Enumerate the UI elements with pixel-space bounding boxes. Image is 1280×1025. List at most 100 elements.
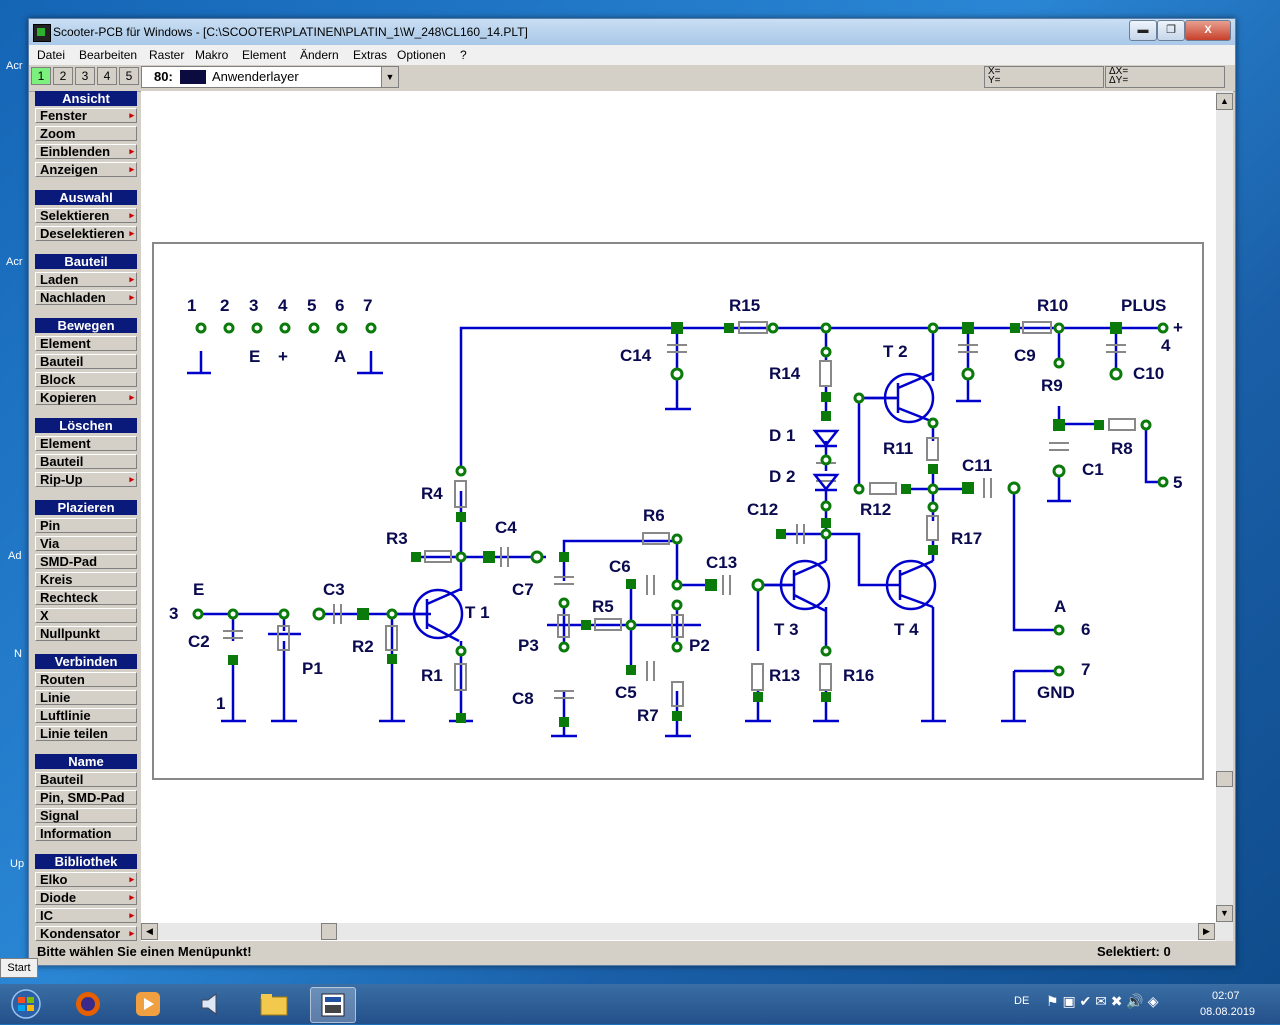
sidebar-item-move-element[interactable]: Element <box>35 336 137 351</box>
clock-time[interactable]: 02:07 <box>1212 990 1240 1002</box>
scroll-up-arrow-icon[interactable]: ▲ <box>1216 93 1233 110</box>
sidebar-item-nachladen[interactable]: Nachladen▸ <box>35 290 137 305</box>
desktop-label: Ad <box>8 550 22 562</box>
sidebar-item-laden[interactable]: Laden▸ <box>35 272 137 287</box>
layer-button-3[interactable]: 3 <box>75 67 95 85</box>
label-r15: R15 <box>729 296 760 315</box>
sidebar-item-label: Rip-Up <box>40 472 83 487</box>
submenu-arrow-icon: ▸ <box>129 292 134 302</box>
layer-number: 80: <box>154 69 173 84</box>
sidebar-item-label: Routen <box>40 672 85 687</box>
sidebar-item-linie[interactable]: Linie <box>35 690 137 705</box>
sidebar-item-x[interactable]: X <box>35 608 137 623</box>
sidebar-item-information[interactable]: Information <box>35 826 137 841</box>
menu-datei[interactable]: Datei <box>37 48 66 62</box>
maximize-button[interactable]: ❐ <box>1157 20 1185 41</box>
title-bar[interactable]: Scooter-PCB für Windows - [C:\SCOOTER\PL… <box>29 19 1235 45</box>
sidebar-item-luftlinie[interactable]: Luftlinie <box>35 708 137 723</box>
menu-extras[interactable]: Extras <box>353 48 388 62</box>
sidebar-item-label: Element <box>40 436 91 451</box>
close-button[interactable]: X <box>1185 20 1231 41</box>
sidebar-item-label: Kopieren <box>40 390 97 405</box>
layer-button-4[interactable]: 4 <box>97 67 117 85</box>
horizontal-scrollbar[interactable]: ◀ ▶ <box>141 923 1216 940</box>
menu-element[interactable]: Element <box>242 48 287 62</box>
label-gnd: GND <box>1037 683 1075 702</box>
label-r6: R6 <box>643 506 665 525</box>
chevron-down-icon[interactable]: ▼ <box>381 67 398 87</box>
sidebar-item-smd-pad[interactable]: SMD-Pad <box>35 554 137 569</box>
sidebar-item-routen[interactable]: Routen <box>35 672 137 687</box>
layer-button-5[interactable]: 5 <box>119 67 139 85</box>
command-sidebar: Ansicht Fenster▸ Zoom Einblenden▸ Anzeig… <box>32 91 140 945</box>
layer-button-1[interactable]: 1 <box>31 67 51 85</box>
sidebar-item-fenster[interactable]: Fenster▸ <box>35 108 137 123</box>
minimize-button[interactable]: ▬ <box>1129 20 1157 41</box>
sidebar-item-delete-bauteil[interactable]: Bauteil <box>35 454 137 469</box>
sidebar-item-label: Zoom <box>40 126 76 141</box>
sidebar-item-selektieren[interactable]: Selektieren▸ <box>35 208 137 223</box>
label-e: E <box>193 580 204 599</box>
scooter-pcb-taskbar-icon[interactable] <box>310 987 356 1023</box>
sidebar-item-label: Einblenden <box>40 144 111 159</box>
sidebar-item-signal[interactable]: Signal <box>35 808 137 823</box>
volume-mixer-icon[interactable] <box>190 987 234 1021</box>
sidebar-item-diode[interactable]: Diode▸ <box>35 890 137 905</box>
sidebar-item-deselektieren[interactable]: Deselektieren▸ <box>35 226 137 241</box>
menu-makro[interactable]: Makro <box>195 48 229 62</box>
menu-help[interactable]: ? <box>460 48 467 62</box>
menu-raster[interactable]: Raster <box>149 48 185 62</box>
tray-icons[interactable]: ⚑ ▣ ✔ ✉ ✖ 🔊 ◈ <box>1046 993 1159 1009</box>
sidebar-heading-ansicht: Ansicht <box>35 91 137 106</box>
drawing-canvas[interactable]: 1 2 3 4 5 6 7 E + A R15 R10 PLUS + 4 C14 <box>141 91 1216 943</box>
label-r7: R7 <box>637 706 659 725</box>
scroll-thumb[interactable] <box>321 923 337 940</box>
explorer-folder-icon[interactable] <box>252 987 296 1021</box>
sidebar-item-nullpunkt[interactable]: Nullpunkt <box>35 626 137 641</box>
sidebar-item-kreis[interactable]: Kreis <box>35 572 137 587</box>
scroll-thumb[interactable] <box>1216 771 1233 787</box>
label-r1: R1 <box>421 666 443 685</box>
vertical-scrollbar[interactable]: ▲ ▼ <box>1216 91 1233 943</box>
submenu-arrow-icon: ▸ <box>129 164 134 174</box>
media-player-icon[interactable] <box>126 987 170 1021</box>
menu-bearbeiten[interactable]: Bearbeiten <box>79 48 138 62</box>
label-a: A <box>1054 597 1066 616</box>
clock-date[interactable]: 08.08.2019 <box>1200 1006 1256 1018</box>
firefox-icon[interactable] <box>66 987 110 1021</box>
layer-select[interactable]: 80: Anwenderlayer ▼ <box>141 66 399 88</box>
start-orb-icon[interactable] <box>4 987 48 1021</box>
menu-aendern[interactable]: Ändern <box>300 48 339 62</box>
sidebar-item-rip-up[interactable]: Rip-Up▸ <box>35 472 137 487</box>
sidebar-item-name-pin[interactable]: Pin, SMD-Pad <box>35 790 137 805</box>
sidebar-item-name-bauteil[interactable]: Bauteil <box>35 772 137 787</box>
scroll-right-arrow-icon[interactable]: ▶ <box>1198 923 1215 940</box>
sidebar-item-rechteck[interactable]: Rechteck <box>35 590 137 605</box>
sidebar-item-linie-teilen[interactable]: Linie teilen <box>35 726 137 741</box>
menu-optionen[interactable]: Optionen <box>397 48 446 62</box>
sidebar-item-move-bauteil[interactable]: Bauteil <box>35 354 137 369</box>
sidebar-item-kondensator[interactable]: Kondensator▸ <box>35 926 137 941</box>
sidebar-item-label: SMD-Pad <box>40 554 98 569</box>
sidebar-item-anzeigen[interactable]: Anzeigen▸ <box>35 162 137 177</box>
sidebar-item-pin[interactable]: Pin <box>35 518 137 533</box>
schematic-drawing[interactable]: 1 2 3 4 5 6 7 E + A R15 R10 PLUS + 4 C14 <box>141 91 1216 923</box>
submenu-arrow-icon: ▸ <box>129 228 134 238</box>
sidebar-item-label: Elko <box>40 872 68 887</box>
layer-button-2[interactable]: 2 <box>53 67 73 85</box>
sidebar-item-ic[interactable]: IC▸ <box>35 908 137 923</box>
language-indicator[interactable]: DE <box>1014 995 1030 1007</box>
label-t1: T 1 <box>465 603 490 622</box>
scroll-left-arrow-icon[interactable]: ◀ <box>141 923 158 940</box>
sidebar-item-delete-element[interactable]: Element <box>35 436 137 451</box>
scroll-down-arrow-icon[interactable]: ▼ <box>1216 905 1233 922</box>
sidebar-item-zoom[interactable]: Zoom <box>35 126 137 141</box>
app-icon <box>33 24 51 42</box>
sidebar-item-via[interactable]: Via <box>35 536 137 551</box>
coord-y-label: Y= <box>988 75 1001 86</box>
sidebar-item-kopieren[interactable]: Kopieren▸ <box>35 390 137 405</box>
sidebar-item-einblenden[interactable]: Einblenden▸ <box>35 144 137 159</box>
coord-x-label: X= <box>988 66 1001 77</box>
sidebar-item-move-block[interactable]: Block <box>35 372 137 387</box>
sidebar-item-elko[interactable]: Elko▸ <box>35 872 137 887</box>
